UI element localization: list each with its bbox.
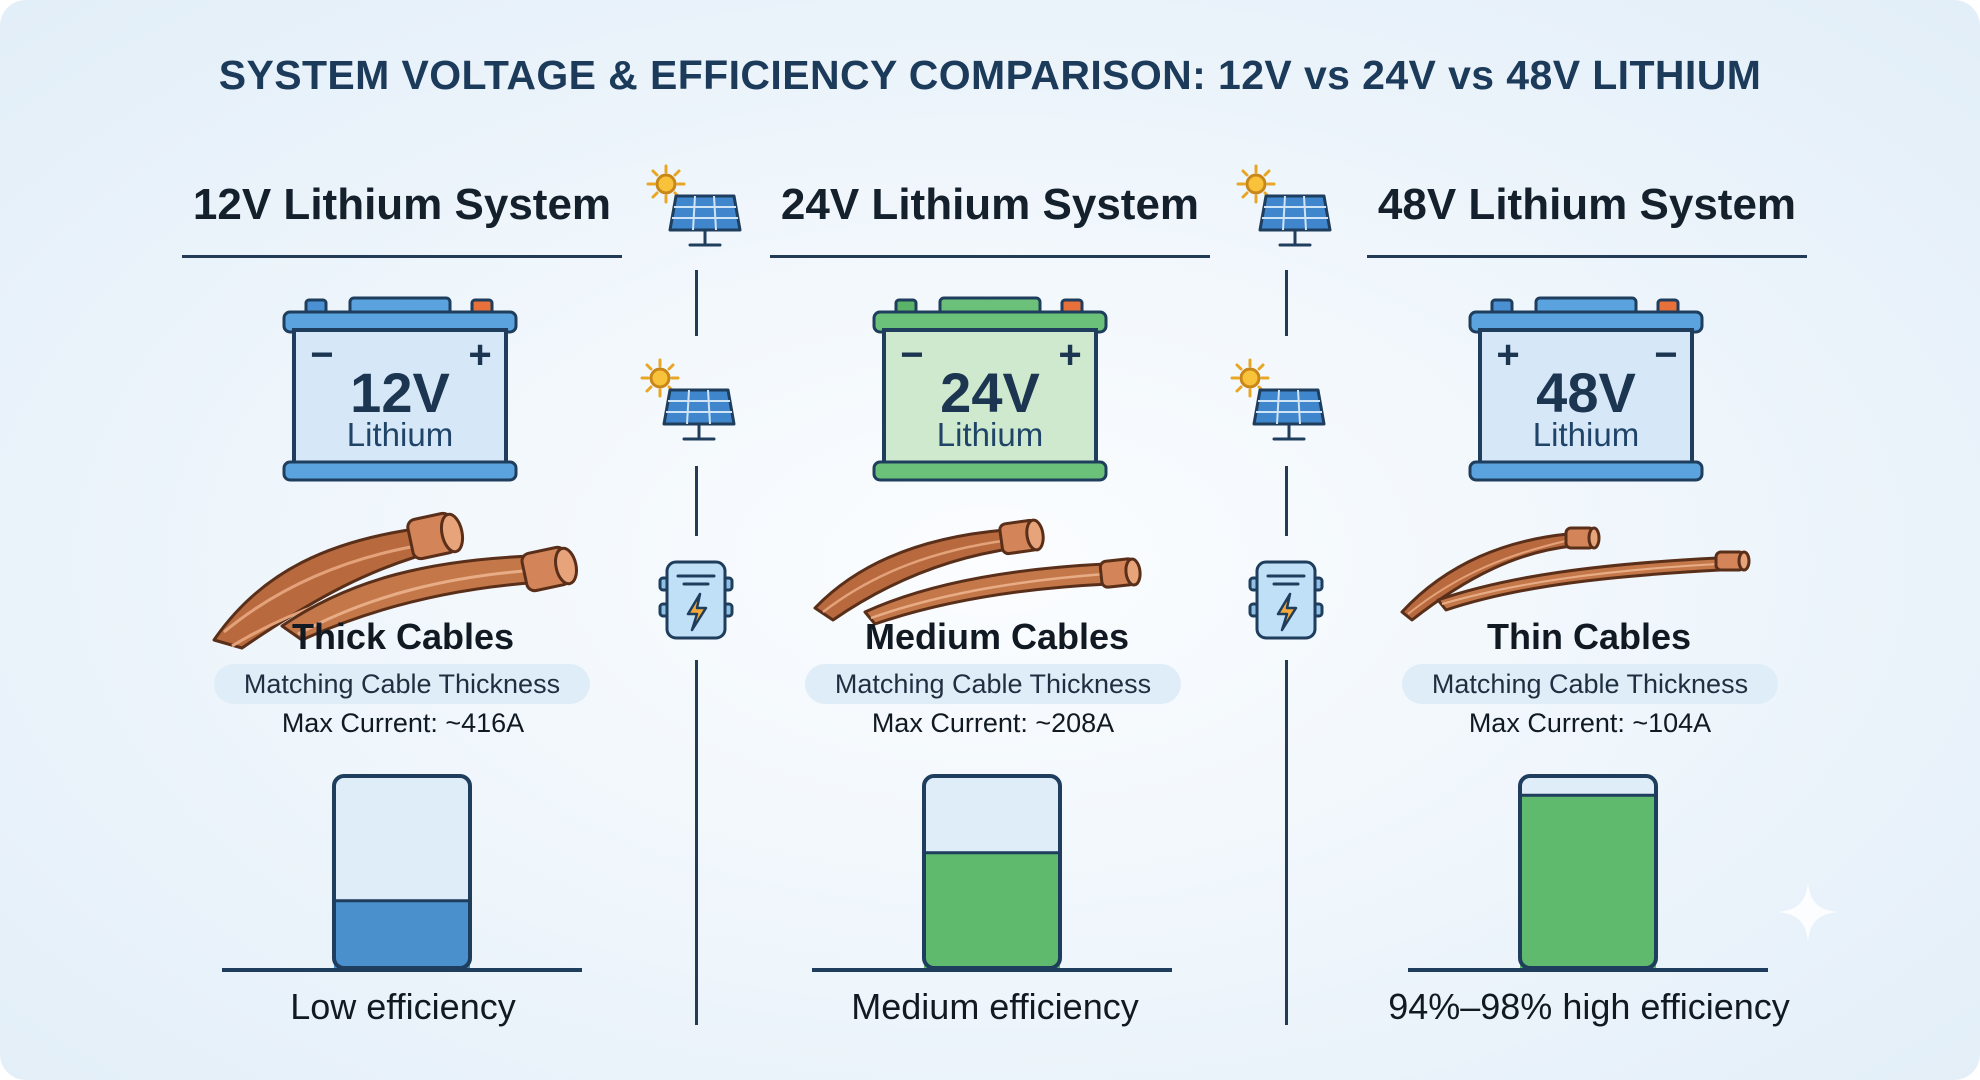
solar-panel-icon bbox=[646, 164, 742, 247]
cable-note-12v: Matching Cable Thickness bbox=[214, 664, 590, 704]
cable-label-48v: Thin Cables bbox=[1486, 616, 1692, 657]
efficiency-label-48v: 94%–98% high efficiency bbox=[1388, 986, 1790, 1027]
battery-48v-icon: + − bbox=[1468, 296, 1704, 482]
divider-2 bbox=[1285, 270, 1288, 336]
medium-cable-icon bbox=[813, 518, 1142, 626]
cable-label-12v: Thick Cables bbox=[291, 616, 515, 657]
negative-terminal-label: − bbox=[1654, 333, 1677, 377]
charge-controller-icon bbox=[1248, 560, 1324, 640]
cable-note-48v: Matching Cable Thickness bbox=[1402, 664, 1778, 704]
thin-cable-icon bbox=[1400, 526, 1751, 622]
efficiency-label-12v: Low efficiency bbox=[290, 986, 516, 1027]
max-current-48v: Max Current: ~104A bbox=[1468, 708, 1712, 738]
negative-terminal-label: − bbox=[900, 333, 923, 377]
thick-cable-icon bbox=[212, 511, 578, 650]
heading-48v: 48V Lithium System bbox=[1377, 180, 1797, 229]
efficiency-label-24v: Medium efficiency bbox=[851, 986, 1139, 1027]
solar-panel-icon bbox=[640, 358, 736, 441]
heading-underline-48v bbox=[1367, 255, 1807, 258]
divider-1 bbox=[695, 466, 698, 536]
solar-panel-icon bbox=[1230, 358, 1326, 441]
battery-body bbox=[1478, 328, 1694, 466]
heading-underline-24v bbox=[770, 255, 1210, 258]
efficiency-fill bbox=[334, 900, 470, 968]
negative-terminal-label: − bbox=[310, 333, 333, 377]
battery-12v-icon: − + bbox=[282, 296, 518, 482]
divider-2 bbox=[1285, 660, 1288, 1025]
efficiency-fill bbox=[924, 852, 1060, 968]
divider-2 bbox=[1285, 466, 1288, 536]
efficiency-gauge-48v bbox=[1408, 774, 1768, 972]
heading-24v: 24V Lithium System bbox=[780, 180, 1200, 229]
cable-note-24v: Matching Cable Thickness bbox=[805, 664, 1181, 704]
sun-icon bbox=[640, 358, 680, 398]
battery-chemistry-48v: Lithium bbox=[1532, 416, 1640, 453]
sparkle-icon bbox=[1778, 882, 1838, 942]
heading-12v: 12V Lithium System bbox=[192, 180, 612, 229]
charge-controller-icon bbox=[658, 560, 734, 640]
divider-1 bbox=[695, 270, 698, 336]
efficiency-gauge-12v bbox=[222, 774, 582, 972]
solar-panel-icon bbox=[1236, 164, 1332, 247]
battery-chemistry-12v: Lithium bbox=[346, 416, 454, 453]
positive-terminal-label: + bbox=[1496, 333, 1519, 377]
efficiency-gauge-24v bbox=[812, 774, 1172, 972]
max-current-12v: Max Current: ~416A bbox=[281, 708, 525, 738]
battery-voltage-12v: 12V bbox=[350, 361, 450, 424]
divider-1 bbox=[695, 660, 698, 1025]
battery-voltage-48v: 48V bbox=[1536, 361, 1636, 424]
battery-body bbox=[292, 328, 508, 466]
sun-icon bbox=[1230, 358, 1270, 398]
heading-underline-12v bbox=[182, 255, 622, 258]
page-title: SYSTEM VOLTAGE & EFFICIENCY COMPARISON: … bbox=[218, 52, 1762, 98]
positive-terminal-label: + bbox=[1058, 333, 1081, 377]
battery-voltage-24v: 24V bbox=[940, 361, 1040, 424]
battery-24v-icon: − + bbox=[872, 296, 1108, 482]
max-current-24v: Max Current: ~208A bbox=[871, 708, 1115, 738]
battery-chemistry-24v: Lithium bbox=[936, 416, 1044, 453]
positive-terminal-label: + bbox=[468, 333, 491, 377]
efficiency-fill bbox=[1520, 795, 1656, 968]
cable-label-24v: Medium Cables bbox=[864, 616, 1130, 657]
